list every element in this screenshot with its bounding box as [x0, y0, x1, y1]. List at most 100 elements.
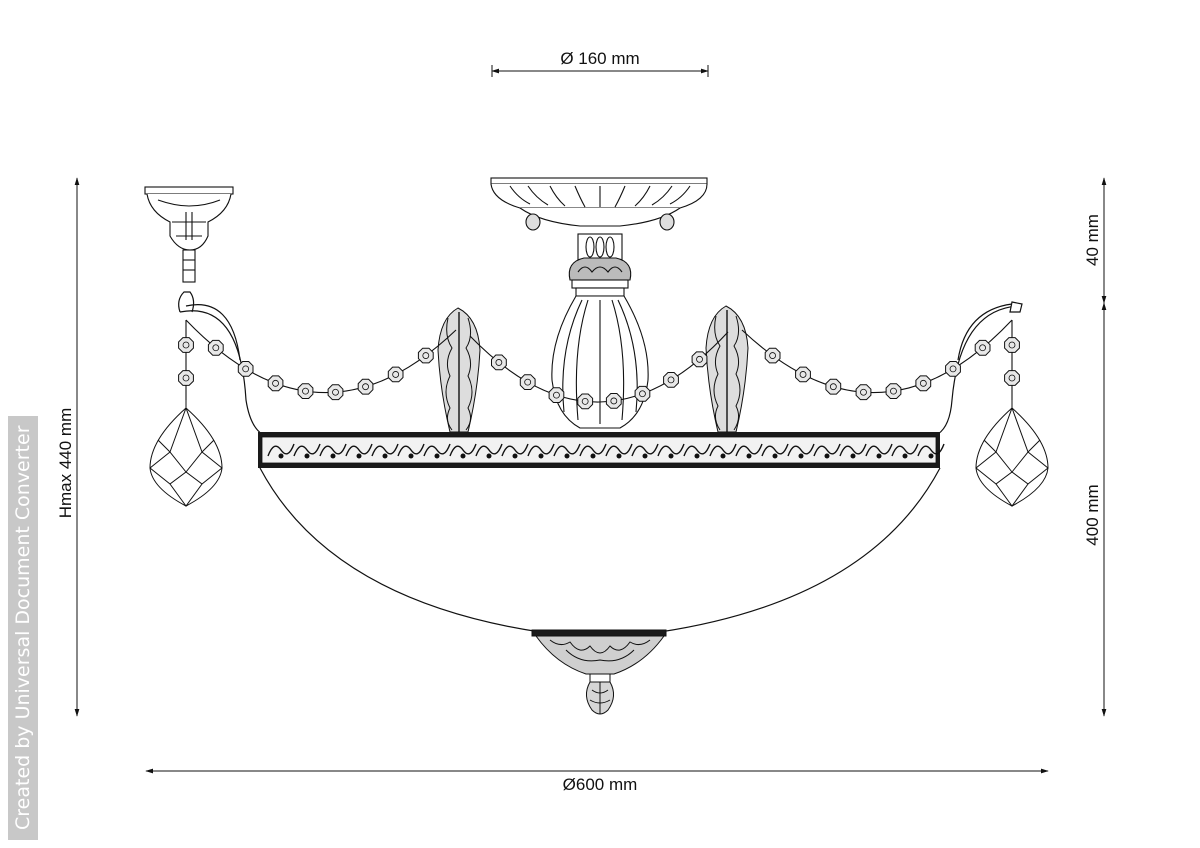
canopy-height-label: 40 mm — [1083, 214, 1102, 266]
band-scroll — [475, 443, 503, 457]
left-arm — [178, 291, 263, 435]
band-scroll — [371, 443, 399, 457]
bead — [885, 383, 902, 399]
band-scroll — [709, 443, 737, 457]
main-canopy — [490, 177, 708, 231]
band-scroll — [527, 443, 555, 457]
band-scroll — [423, 443, 451, 457]
right-arm — [937, 301, 1023, 435]
leaf-ornament-right — [705, 305, 749, 433]
bead — [178, 370, 194, 386]
band-scroll — [839, 443, 867, 457]
bead — [417, 347, 434, 364]
band-dot — [330, 453, 336, 459]
band-dot — [902, 453, 908, 459]
glass-bowl — [259, 467, 941, 633]
band-scroll — [397, 443, 425, 457]
bead — [387, 366, 404, 383]
bead — [178, 337, 194, 353]
total-diameter-label: Ø600 mm — [563, 775, 638, 794]
bead — [491, 354, 507, 371]
band-dot — [408, 453, 414, 459]
bead — [297, 383, 314, 399]
band-dot — [772, 453, 778, 459]
bead — [577, 393, 594, 410]
bead — [663, 372, 679, 388]
canopy-diameter-label: Ø 160 mm — [560, 49, 639, 68]
ornamental-band — [258, 432, 945, 468]
bead — [691, 351, 708, 368]
dimension-body-height: 400 mm — [1083, 302, 1107, 717]
band-scroll — [657, 443, 685, 457]
band-scroll — [787, 443, 815, 457]
band-scroll — [917, 443, 945, 457]
band-dot — [720, 453, 726, 459]
band-scroll — [501, 443, 529, 457]
bottom-finial — [531, 629, 667, 715]
band-scroll — [553, 443, 581, 457]
bead — [207, 339, 224, 356]
bead — [915, 375, 932, 392]
max-height-label: Hmax 440 mm — [56, 408, 75, 519]
beads — [178, 337, 1020, 410]
bead — [1004, 370, 1020, 386]
band-dot — [798, 453, 804, 459]
band-dot — [746, 453, 752, 459]
small-canopy — [144, 186, 234, 283]
band-scroll — [683, 443, 711, 457]
leaf-ornament-left — [437, 307, 481, 433]
band-scroll — [267, 443, 295, 457]
bead — [357, 378, 374, 395]
band-dot — [382, 453, 388, 459]
band-dot — [616, 453, 622, 459]
band-scroll — [579, 443, 607, 457]
band-dot — [642, 453, 648, 459]
band-dot — [850, 453, 856, 459]
band-dot — [590, 453, 596, 459]
dimension-canopy-diameter: Ø 160 mm — [491, 49, 709, 77]
band-scroll — [865, 443, 893, 457]
band-dot — [512, 453, 518, 459]
stem — [551, 233, 649, 429]
band-scroll — [449, 443, 477, 457]
band-dot — [694, 453, 700, 459]
band-dot — [876, 453, 882, 459]
band-scroll — [631, 443, 659, 457]
crystal-pendant-right — [975, 400, 1049, 507]
band-dot — [434, 453, 440, 459]
dimension-canopy-height: 40 mm — [1083, 177, 1107, 304]
band-dot — [538, 453, 544, 459]
dimension-total-diameter: Ø600 mm — [145, 768, 1049, 794]
band-dot — [668, 453, 674, 459]
body-height-label: 400 mm — [1083, 484, 1102, 545]
band-dot — [928, 453, 934, 459]
bead — [974, 339, 991, 356]
band-scroll — [605, 443, 633, 457]
band-dot — [356, 453, 362, 459]
crystal-pendant-left — [149, 400, 223, 507]
band-dot — [564, 453, 570, 459]
band-dot — [486, 453, 492, 459]
band-scroll — [735, 443, 763, 457]
band-scroll — [293, 443, 321, 457]
band-scroll — [891, 443, 919, 457]
bead — [1004, 337, 1020, 353]
band-dot — [824, 453, 830, 459]
bead — [237, 361, 254, 377]
bead — [605, 393, 622, 409]
bead — [327, 384, 344, 401]
band-scroll — [813, 443, 841, 457]
watermark-text: Created by Universal Document Converter — [8, 416, 38, 840]
band-dot — [278, 453, 284, 459]
bead — [795, 366, 811, 383]
bead — [267, 375, 284, 392]
bead — [764, 347, 781, 364]
band-scroll-pattern — [267, 443, 945, 459]
band-dot — [460, 453, 466, 459]
band-dot — [304, 453, 310, 459]
bead — [855, 384, 872, 401]
band-scroll — [319, 443, 347, 457]
band-scroll — [761, 443, 789, 457]
bead — [548, 387, 565, 403]
